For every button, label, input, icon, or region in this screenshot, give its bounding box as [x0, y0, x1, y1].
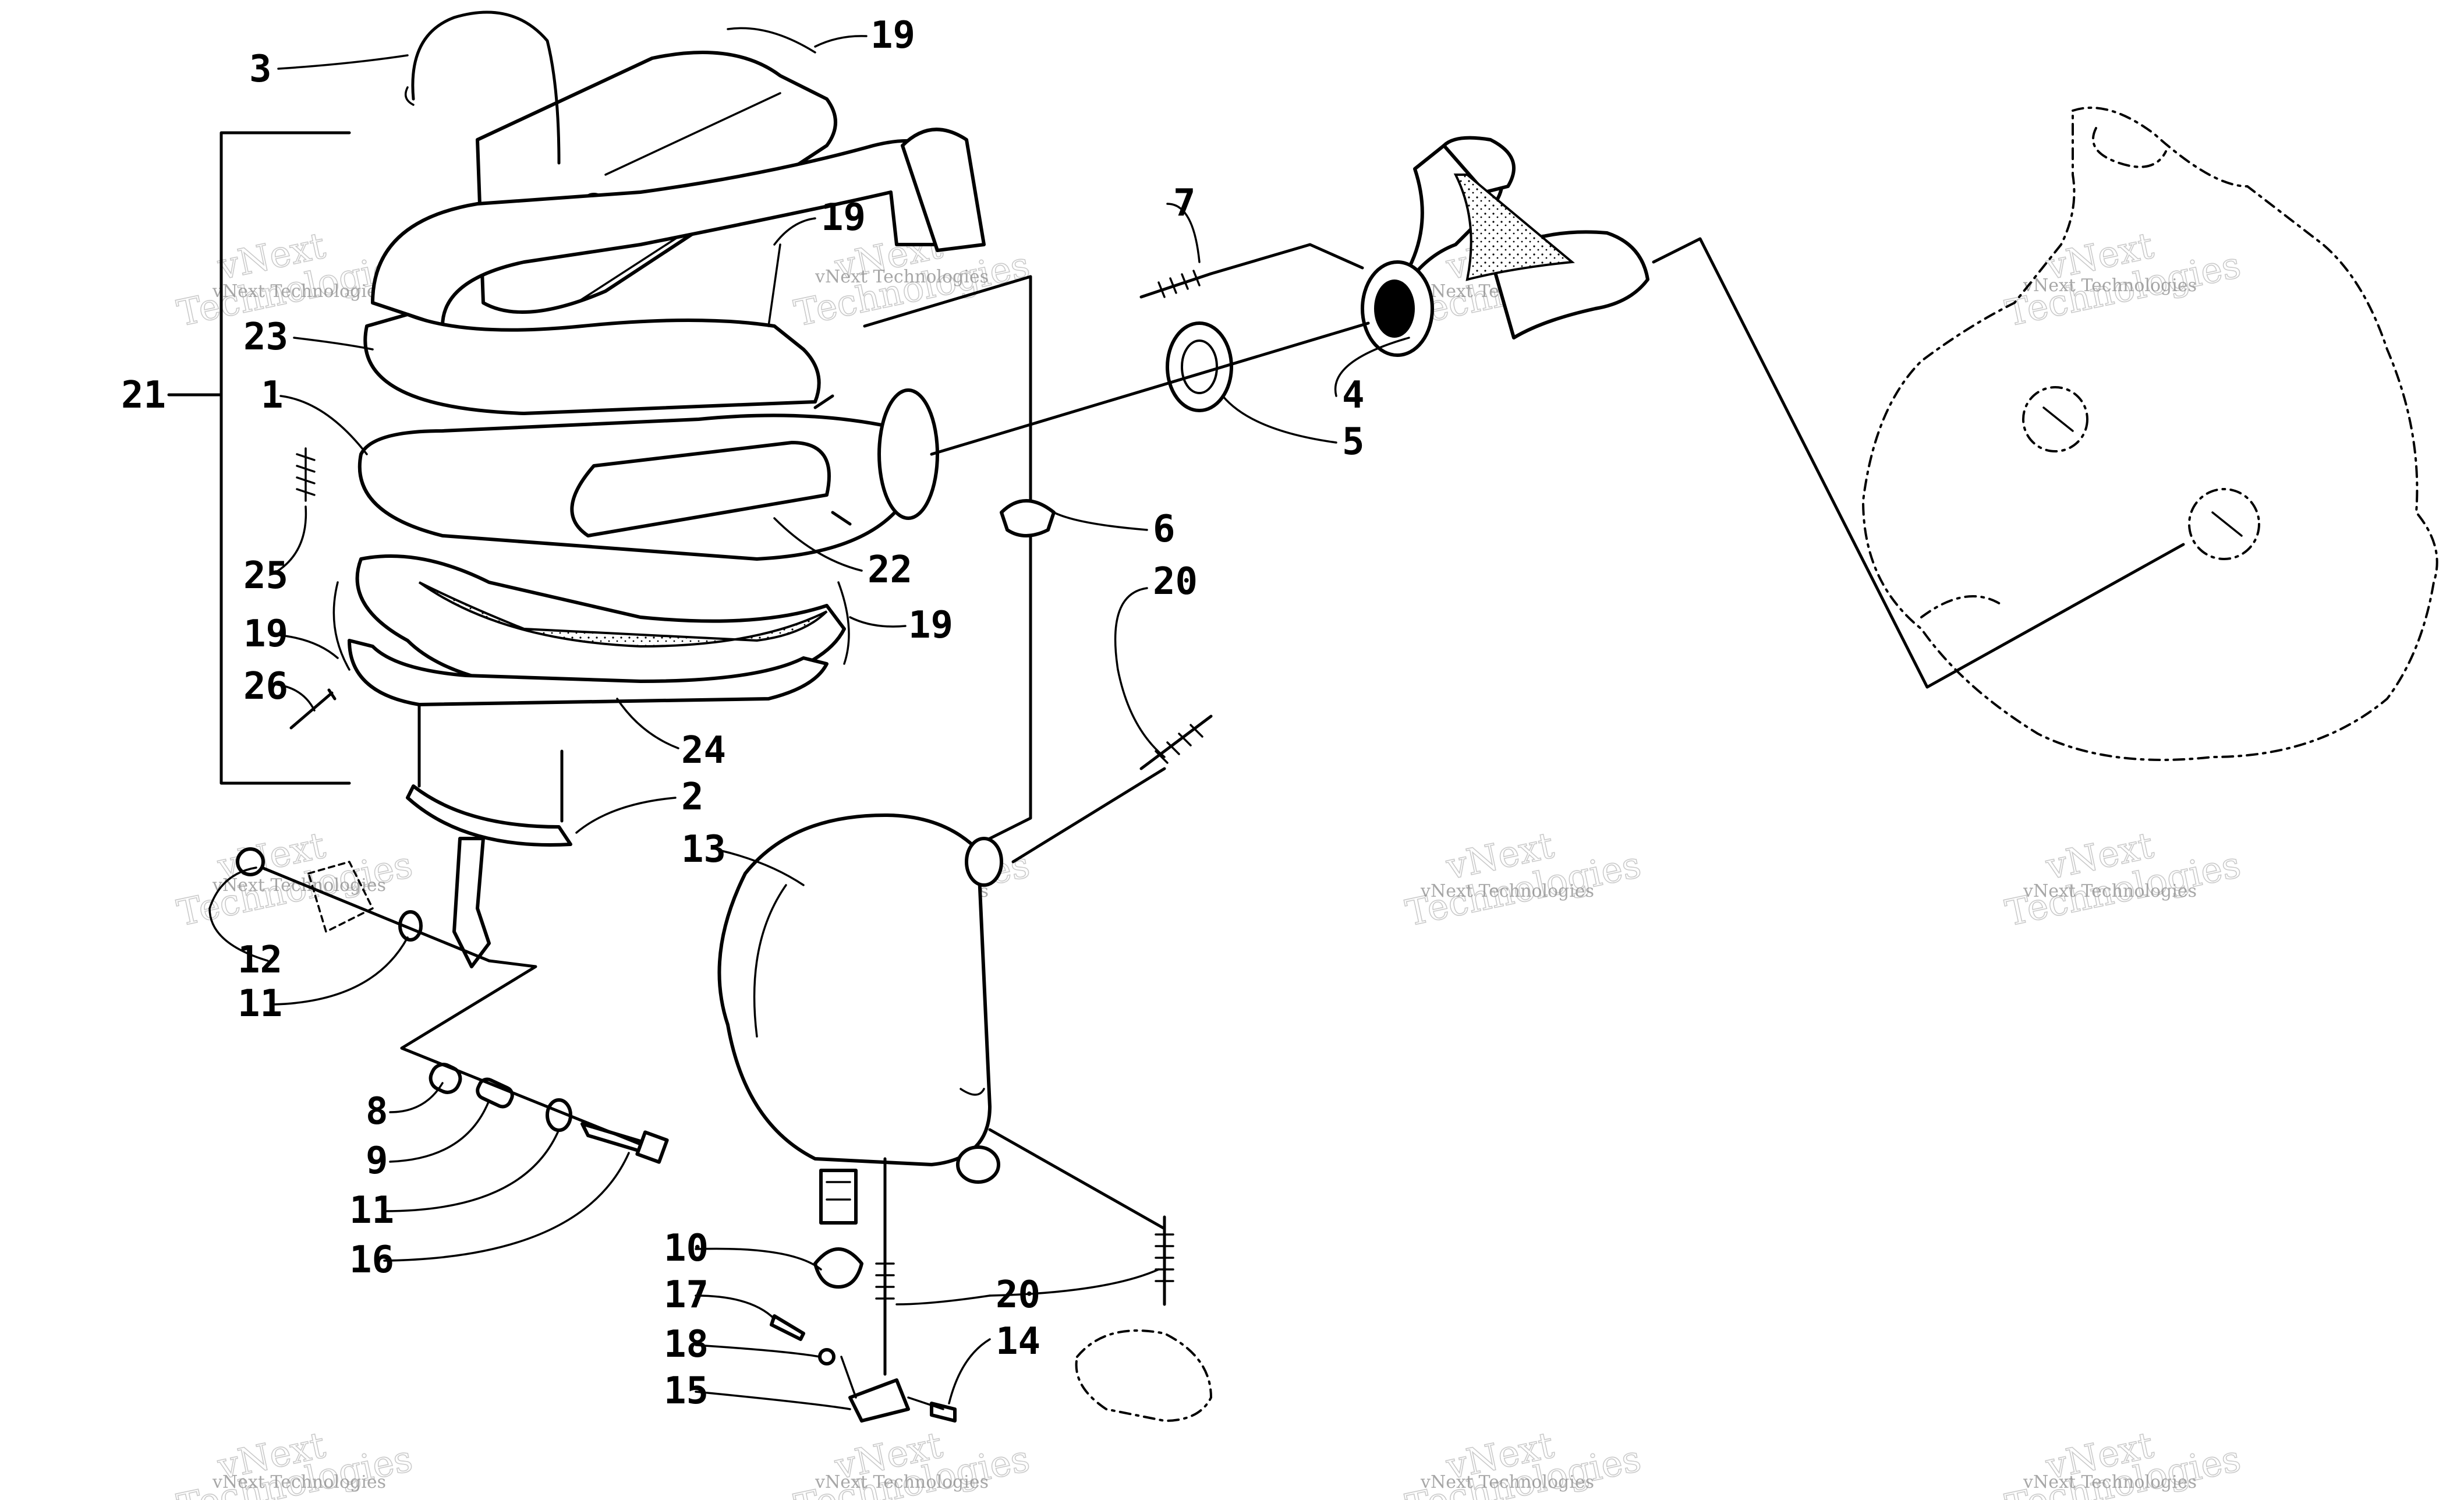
manifold-line	[1209, 243, 1364, 275]
watermark-group: vNext Technologies vNext Technologies vN…	[173, 224, 2244, 1500]
washer-11-upper	[398, 910, 423, 942]
hardware-line-upper	[260, 866, 537, 1050]
svg-text:vNext Technologies: vNext Technologies	[1420, 1472, 1594, 1492]
callout-26: 26	[243, 665, 288, 708]
grommet-6	[1000, 499, 1056, 537]
svg-text:vNext Technologies: vNext Technologies	[815, 267, 989, 287]
sleeve-9	[476, 1077, 514, 1109]
heat-shield-middle	[363, 313, 821, 415]
assembly-bracket	[220, 131, 351, 785]
bumper-10	[813, 1247, 863, 1289]
callout-23: 23	[243, 316, 288, 359]
callout-9: 9	[366, 1140, 388, 1183]
engine-outline	[1861, 107, 2438, 761]
pipe-axis-line	[930, 321, 1370, 456]
watermark-tile: vNext Technologies vNext Technologies	[173, 1423, 416, 1500]
connection-line-a	[863, 275, 1032, 840]
leader-lines	[208, 35, 1410, 1410]
watermark-tile: vNext Technologies vNext Technologies	[2001, 823, 2244, 935]
callout-19-mid: 19	[821, 196, 866, 239]
muffler-base-shell	[348, 639, 829, 706]
svg-text:vNext Technologies: vNext Technologies	[2023, 1472, 2197, 1492]
mount-bracket-2	[406, 784, 572, 847]
callout-labels: 3 19 19 23 21 1 25 19 26 22 19 24 7 4 5 …	[121, 14, 1365, 1413]
svg-text:vNext Technologies: vNext Technologies	[212, 875, 386, 896]
svg-text:vNext Technologies: vNext Technologies	[212, 281, 386, 302]
bracket-line	[840, 1356, 857, 1399]
svg-text:vNext Technologies: vNext Technologies	[2023, 275, 2197, 296]
callout-15: 15	[664, 1370, 709, 1413]
callout-21: 21	[121, 374, 166, 417]
watermark-tile: vNext Technologies vNext Technologies	[790, 1423, 1033, 1500]
hook	[404, 86, 415, 106]
svg-text:vNext Technologies: vNext Technologies	[815, 1472, 989, 1492]
bracket-arm	[452, 837, 491, 968]
screw-17	[770, 1314, 805, 1341]
callout-22: 22	[868, 549, 912, 592]
spring-20-lower-left	[875, 1244, 895, 1324]
callout-7: 7	[1173, 182, 1196, 225]
callout-24: 24	[681, 729, 726, 772]
svg-text:vNext Technologies: vNext Technologies	[212, 1472, 386, 1492]
hardware-line-lower	[400, 1046, 642, 1146]
spring-cable-19a	[727, 27, 816, 54]
spring-cable-19b	[767, 243, 781, 327]
callout-2: 2	[681, 776, 704, 819]
engine-link-line	[1652, 237, 2185, 689]
callout-14: 14	[996, 1320, 1040, 1363]
callout-6: 6	[1153, 508, 1176, 551]
watermark-tile: vNext Technologies vNext Technologies	[2001, 224, 2244, 335]
frame-outline-bottom	[1075, 1329, 1213, 1423]
gasket-5-inner	[1181, 339, 1218, 394]
callout-20-top: 20	[1153, 560, 1198, 603]
callout-4: 4	[1342, 374, 1365, 417]
rivet-26	[289, 688, 337, 730]
callout-19-right: 19	[908, 604, 953, 647]
watermark-tile: vNext Technologies vNext Technologies	[1401, 823, 1645, 935]
spring-cable-19c	[332, 581, 351, 671]
bracket-line-2	[907, 1396, 944, 1410]
callout-1: 1	[261, 374, 284, 417]
spring-20-lower-right	[1155, 1215, 1174, 1306]
spring-25	[296, 447, 316, 502]
exhaust-manifold-4	[1361, 136, 1649, 357]
svg-text:vNext Technologies: vNext Technologies	[2023, 881, 2197, 901]
callout-5: 5	[1342, 420, 1365, 464]
exhaust-pipe-upper	[371, 128, 986, 328]
spring-cable-19d	[837, 581, 850, 665]
connection-line-b	[988, 1128, 1166, 1230]
watermark-tile: vNext Technologies vNext Technologies	[2001, 1423, 2244, 1500]
spring-20-upper	[1139, 714, 1213, 770]
watermark-tile: vNext Technologies vNext Technologies	[1401, 1423, 1645, 1500]
bolt-16	[580, 1122, 669, 1164]
heat-shield-lower	[355, 554, 846, 689]
connection-line-d	[1011, 767, 1166, 864]
callout-19-left: 19	[243, 613, 288, 656]
washer-18	[818, 1348, 836, 1365]
svg-text:vNext Technologies: vNext Technologies	[1420, 881, 1594, 901]
bracket-plate-dashed	[307, 861, 374, 933]
bracket-15	[848, 1378, 910, 1423]
muffler-canister-13	[717, 813, 1003, 1225]
spring-7	[1139, 270, 1213, 299]
hanger-spring-3	[411, 10, 561, 165]
muffler-body	[357, 388, 939, 561]
callout-12: 12	[238, 939, 282, 982]
callout-19-top: 19	[870, 14, 915, 57]
callout-25: 25	[243, 554, 288, 597]
callout-3: 3	[249, 48, 272, 91]
callout-8: 8	[366, 1090, 388, 1133]
